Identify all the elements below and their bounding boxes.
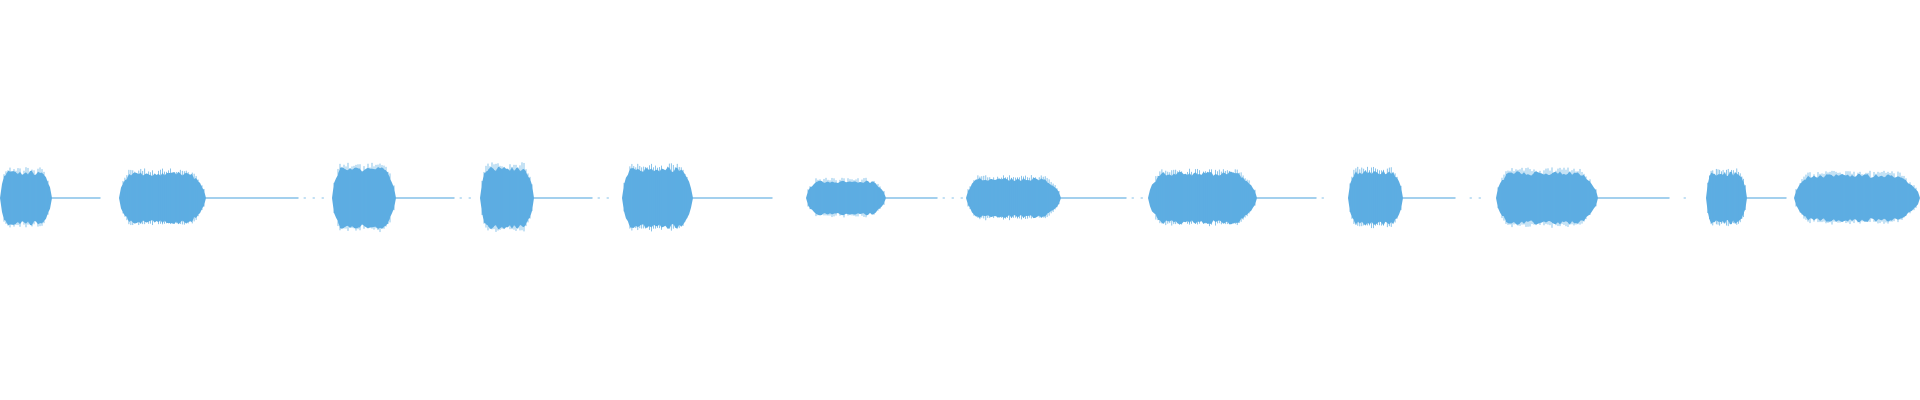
waveform-segment bbox=[119, 168, 324, 226]
waveform-segment bbox=[806, 177, 963, 218]
waveform-segment bbox=[480, 162, 609, 233]
waveform-segment-body bbox=[1794, 173, 1920, 223]
waveform-segment-body bbox=[1148, 171, 1257, 225]
waveform-segment bbox=[1706, 168, 1787, 227]
waveform-segment bbox=[1348, 166, 1481, 229]
waveform-segment bbox=[1794, 170, 1920, 225]
waveform-segment bbox=[0, 167, 101, 228]
waveform-segment bbox=[1148, 168, 1324, 227]
waveform-segment bbox=[332, 162, 471, 233]
waveform-segment bbox=[622, 163, 773, 232]
waveform-segment bbox=[1496, 167, 1686, 228]
waveform-segment-body bbox=[1496, 171, 1598, 225]
waveform-segment bbox=[966, 174, 1143, 221]
waveform-segment-body bbox=[480, 166, 534, 230]
